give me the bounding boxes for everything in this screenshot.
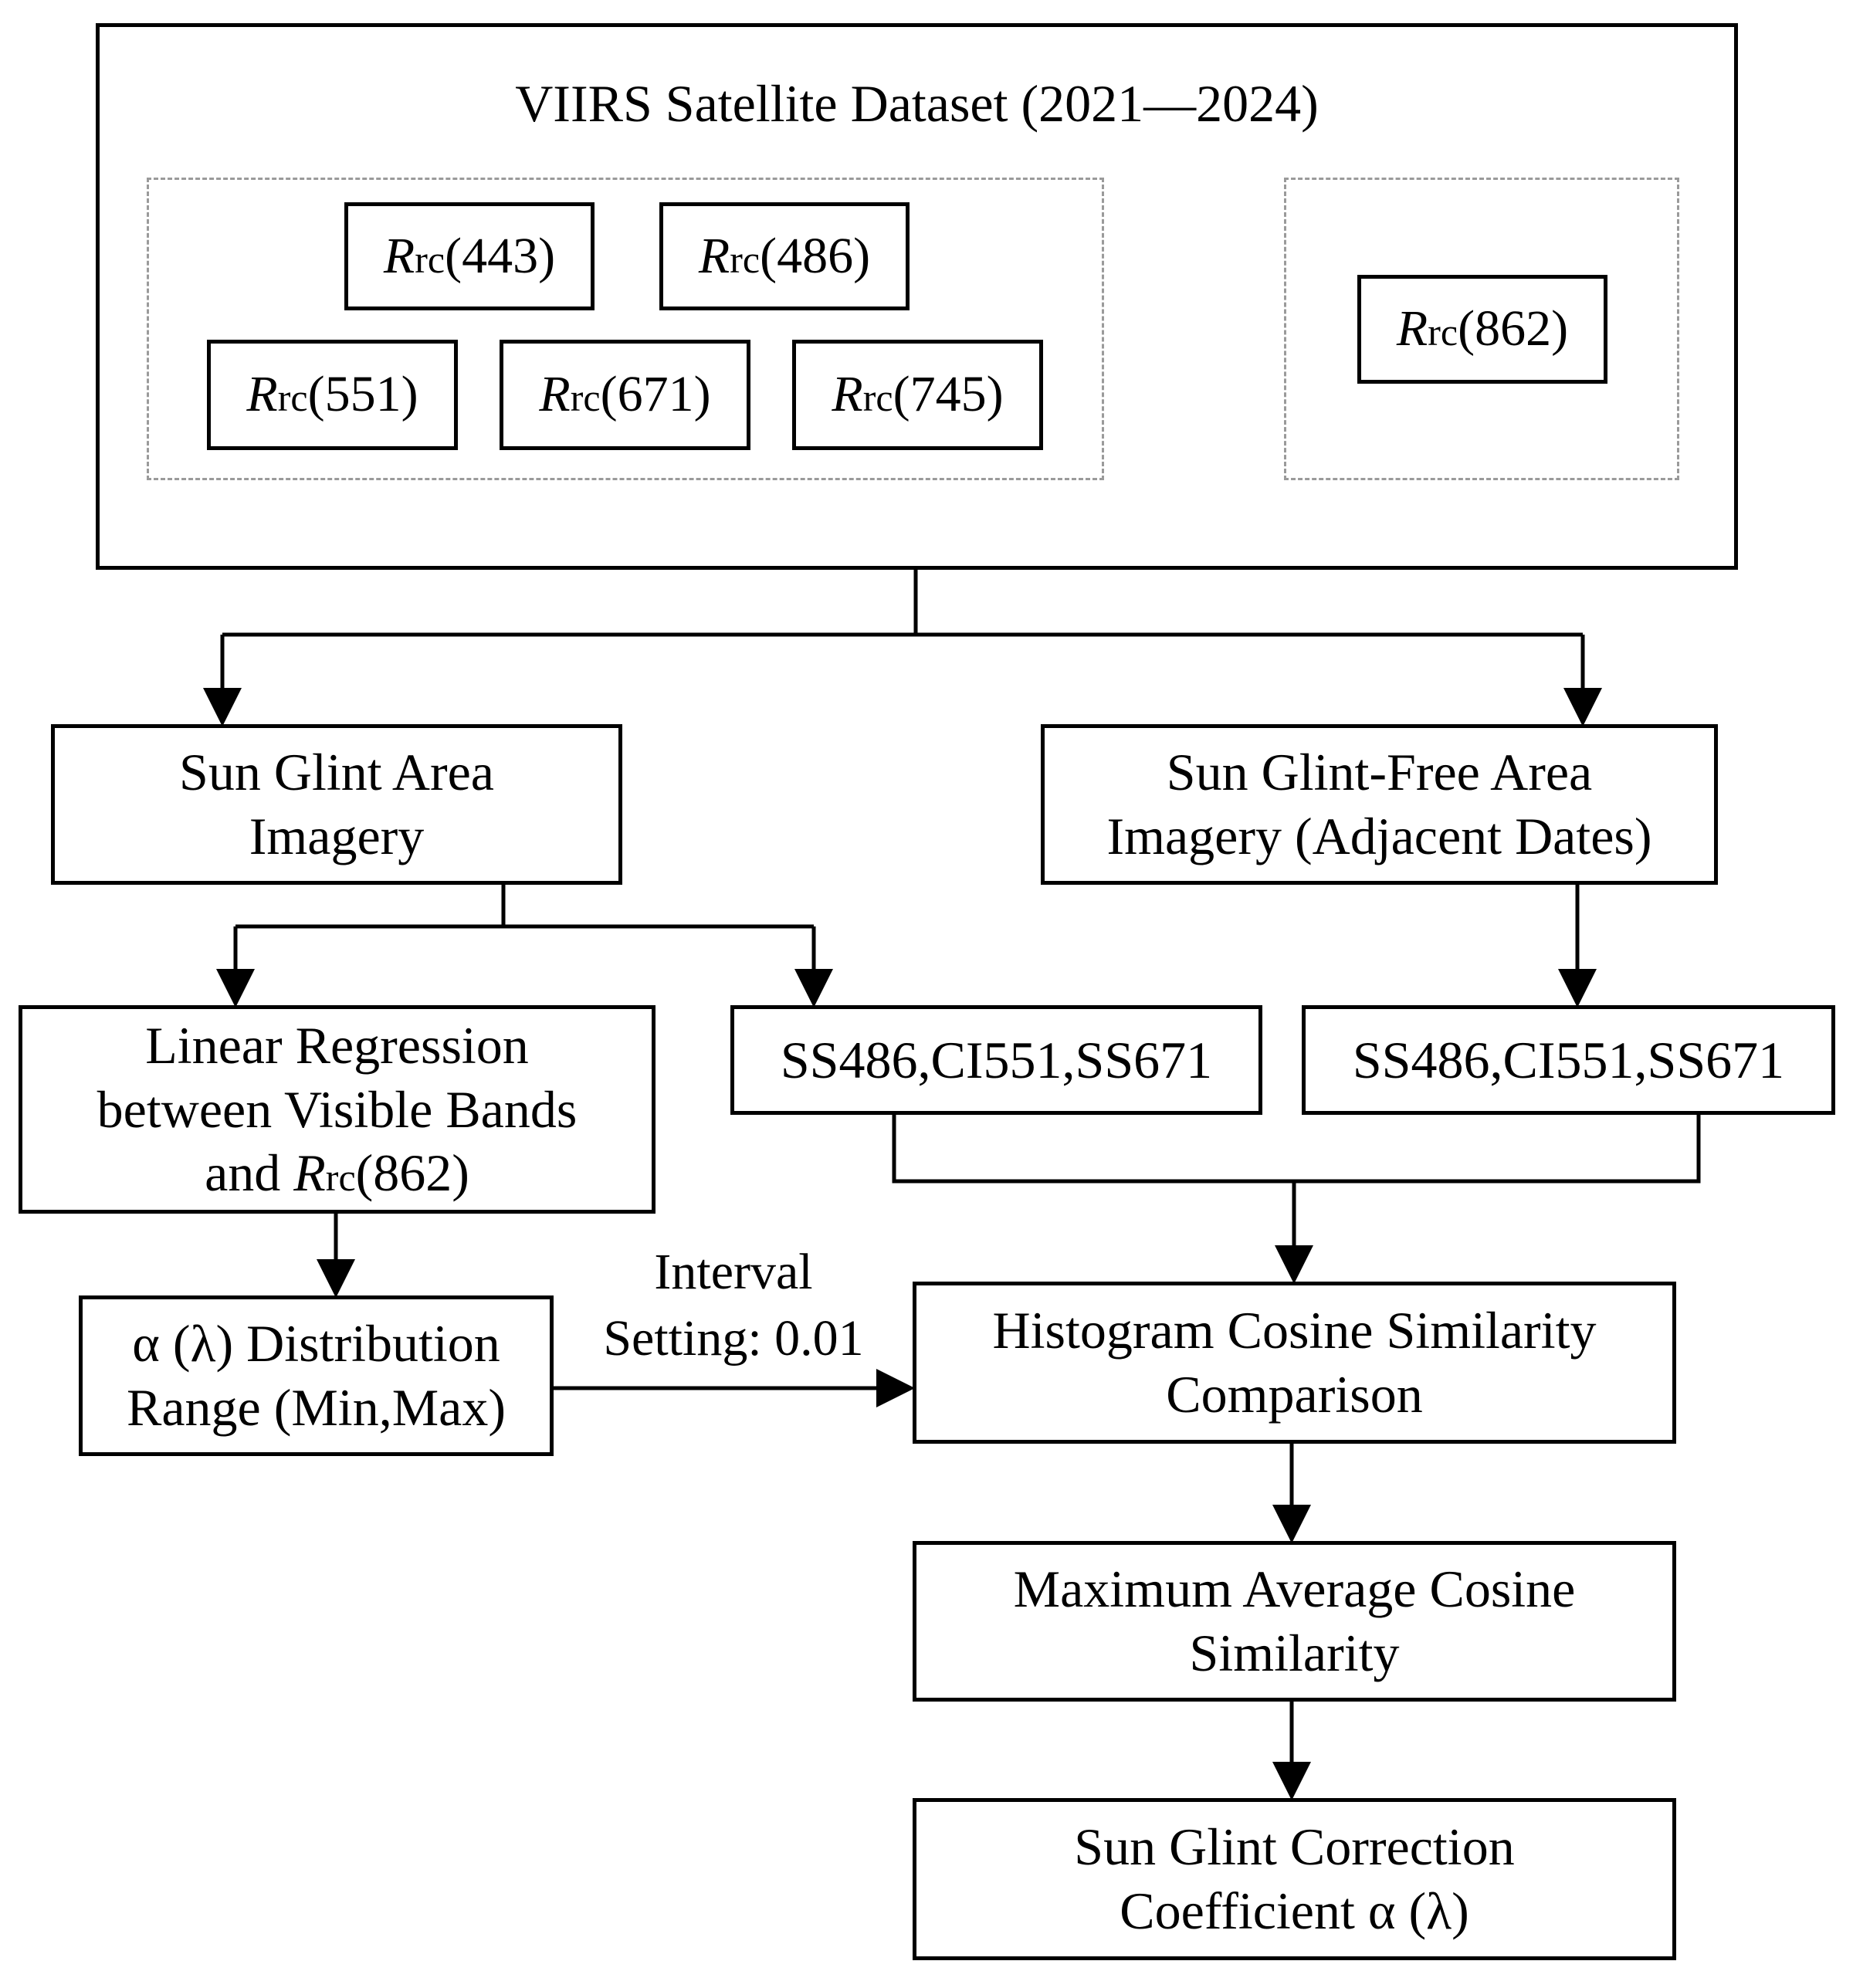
- connector-indices-merge: [892, 1114, 1701, 1184]
- band-box-862: Rrc(862): [1357, 275, 1607, 384]
- correction-box: Sun Glint Correction Coefficient α (λ): [913, 1798, 1676, 1960]
- histogram-box: Histogram Cosine Similarity Comparison: [913, 1282, 1676, 1444]
- band-box-745: Rrc(745): [792, 340, 1043, 450]
- indices-free-box: SS486,CI551,SS671: [1302, 1005, 1835, 1115]
- visible-bands-group: [147, 178, 1104, 480]
- band-box-671: Rrc(671): [500, 340, 750, 450]
- nir-band-group: [1284, 178, 1679, 480]
- alpha-range-box: α (λ) Distribution Range (Min,Max): [79, 1295, 554, 1456]
- linear-regression-box: Linear Regression between Visible Bands …: [19, 1005, 655, 1214]
- interval-label: Interval Setting: 0.01: [603, 1244, 864, 1367]
- glint-free-area-box: Sun Glint-Free Area Imagery (Adjacent Da…: [1041, 724, 1718, 885]
- indices-glint-box: SS486,CI551,SS671: [730, 1005, 1262, 1115]
- dataset-title: VIIRS Satellite Dataset (2021—2024): [515, 74, 1319, 133]
- band-box-486: Rrc(486): [659, 202, 910, 310]
- band-box-443: Rrc(443): [344, 202, 595, 310]
- max-avg-box: Maximum Average Cosine Similarity: [913, 1541, 1676, 1702]
- band-box-551: Rrc(551): [207, 340, 458, 450]
- sun-glint-area-box: Sun Glint Area Imagery: [51, 724, 622, 885]
